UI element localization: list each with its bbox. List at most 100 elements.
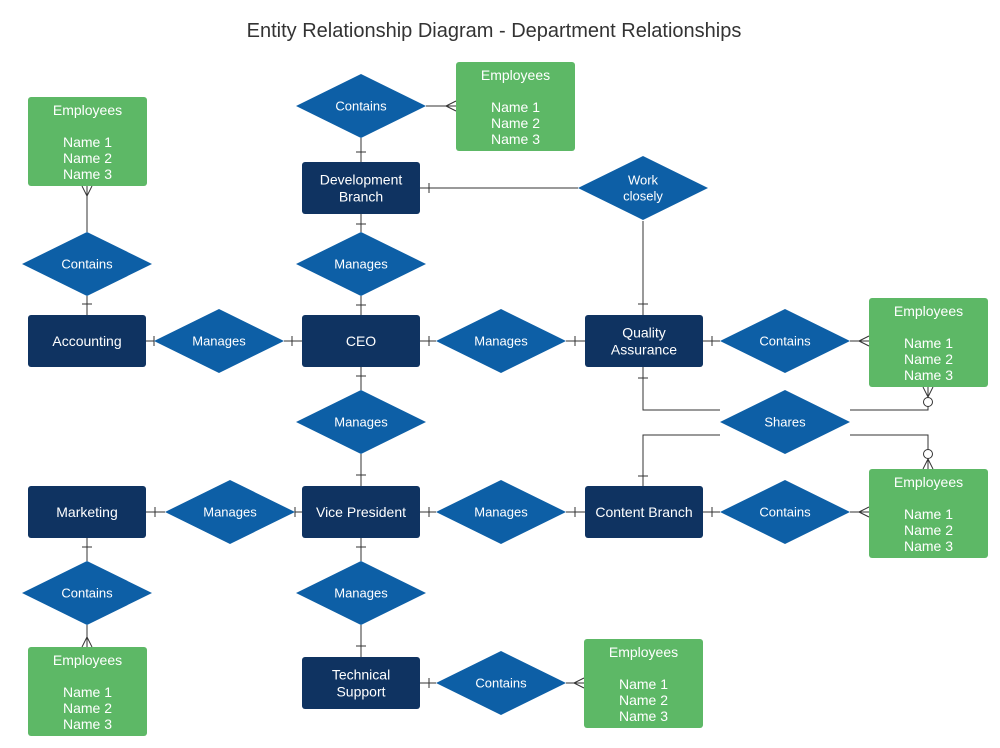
relationship-label: Manages	[474, 505, 528, 520]
diamond-shape	[720, 390, 850, 454]
employee-name: Name 1	[63, 134, 112, 150]
crows-foot-mark	[858, 511, 870, 518]
relationship-label: Manages	[334, 257, 388, 272]
relationship-diamond-content-contains[interactable]: Contains	[720, 480, 850, 544]
entity-vp[interactable]: Vice President	[302, 486, 420, 538]
connector-line	[642, 434, 720, 486]
employees-title: Employees	[894, 303, 963, 319]
relationship-diamond-ceo-dev[interactable]: Manages	[296, 232, 426, 296]
entity-box	[302, 486, 420, 538]
employee-name: Name 3	[63, 166, 112, 182]
relationship-label: Manages	[334, 586, 388, 601]
crows-foot-mark	[81, 636, 88, 648]
relationship-label: Manages	[203, 505, 257, 520]
relationship-diamond-vp-mkt[interactable]: Manages	[165, 480, 295, 544]
diamond-shape	[436, 651, 566, 715]
entity-label: Quality	[622, 325, 666, 341]
relationship-label: Manages	[192, 334, 246, 349]
diamond-shape	[296, 232, 426, 296]
relationship-label: Manages	[334, 415, 388, 430]
entity-box	[585, 315, 703, 367]
entity-label: Vice President	[316, 504, 406, 520]
crows-foot-mark	[927, 458, 934, 470]
diamond-shape	[22, 561, 152, 625]
employees-box-shape	[456, 62, 575, 151]
relationship-diamond-qa-contains[interactable]: Contains	[720, 309, 850, 373]
crows-foot-mark	[573, 677, 585, 684]
diamond-shape	[720, 309, 850, 373]
diamond-shape	[22, 232, 152, 296]
optional-circle-mark	[923, 397, 933, 407]
relationship-label: Shares	[764, 415, 806, 430]
diamond-shape	[720, 480, 850, 544]
employee-name: Name 2	[63, 700, 112, 716]
employee-name: Name 3	[904, 538, 953, 554]
employees-box-shape	[28, 97, 147, 186]
employee-name: Name 2	[904, 522, 953, 538]
diagram-title: Entity Relationship Diagram - Department…	[246, 20, 742, 42]
entity-box	[28, 486, 146, 538]
entity-ceo[interactable]: CEO	[302, 315, 420, 367]
entity-content[interactable]: Content Branch	[585, 486, 703, 538]
entity-label: CEO	[346, 333, 376, 349]
entity-box	[28, 315, 146, 367]
diamond-shape	[296, 561, 426, 625]
connector-line	[850, 434, 929, 469]
employee-name: Name 1	[63, 684, 112, 700]
employees-title: Employees	[894, 474, 963, 490]
connector-line	[850, 387, 929, 411]
employee-name: Name 2	[904, 351, 953, 367]
employee-name: Name 3	[63, 716, 112, 732]
employee-name: Name 1	[619, 676, 668, 692]
diamond-shape	[296, 390, 426, 454]
relationship-diamond-mkt-contains[interactable]: Contains	[22, 561, 152, 625]
entity-label: Marketing	[56, 504, 117, 520]
entity-box	[302, 162, 420, 214]
entity-acc[interactable]: Accounting	[28, 315, 146, 367]
employee-name: Name 3	[904, 367, 953, 383]
diamond-shape	[296, 74, 426, 138]
entity-label: Content Branch	[595, 504, 692, 520]
entity-label: Technical	[332, 667, 390, 683]
relationship-diamond-ceo-acc[interactable]: Manages	[154, 309, 284, 373]
relationship-diamond-tech-contains[interactable]: Contains	[436, 651, 566, 715]
crows-foot-mark	[927, 386, 934, 398]
relationship-diamond-ceo-vp[interactable]: Manages	[296, 390, 426, 454]
optional-circle-mark	[923, 449, 933, 459]
employee-name: Name 1	[904, 335, 953, 351]
relationship-diamond-vp-tech[interactable]: Manages	[296, 561, 426, 625]
crows-foot-mark	[445, 100, 457, 107]
crows-foot-mark	[573, 682, 585, 689]
entity-mkt[interactable]: Marketing	[28, 486, 146, 538]
employee-name: Name 1	[904, 506, 953, 522]
relationship-diamond-shares[interactable]: Shares	[720, 390, 850, 454]
crows-foot-mark	[858, 340, 870, 347]
employees-box-shape	[28, 647, 147, 736]
crows-foot-mark	[86, 185, 93, 197]
relationship-diamond-acc-contains[interactable]: Contains	[22, 232, 152, 296]
relationship-diamond-dev-contains[interactable]: Contains	[296, 74, 426, 138]
relationship-label: Manages	[474, 334, 528, 349]
employees-box-shape	[584, 639, 703, 728]
relationship-diamond-ceo-qa[interactable]: Manages	[436, 309, 566, 373]
relationship-diamond-vp-content[interactable]: Manages	[436, 480, 566, 544]
entity-label: Branch	[339, 189, 383, 205]
connector-lines	[81, 100, 934, 689]
employees-box-shape	[869, 298, 988, 387]
entity-box	[302, 657, 420, 709]
diamond-shape	[578, 156, 708, 220]
entity-label: Development	[320, 172, 403, 188]
diamond-shape	[154, 309, 284, 373]
